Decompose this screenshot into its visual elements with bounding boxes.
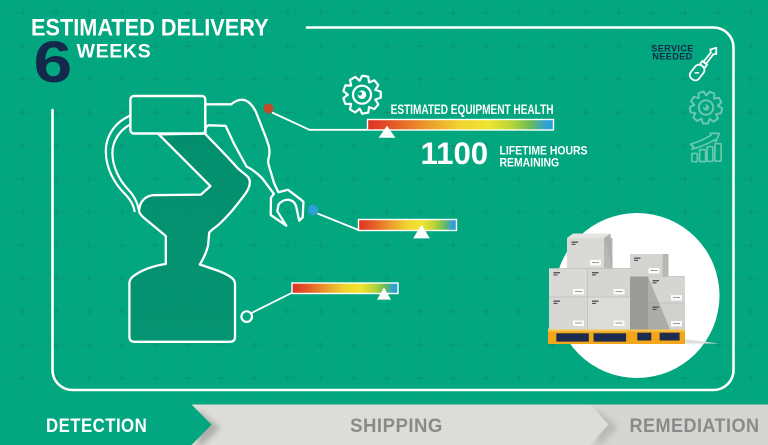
svg-text:SERVICE: SERVICE — [651, 43, 694, 53]
svg-text:LIFETIME HOURS: LIFETIME HOURS — [500, 145, 588, 158]
svg-text:6: 6 — [34, 29, 73, 94]
svg-text:REMEDIATION: REMEDIATION — [630, 414, 760, 436]
svg-text:ESTIMATED EQUIPMENT HEALTH: ESTIMATED EQUIPMENT HEALTH — [391, 101, 554, 117]
svg-text:REMAINING: REMAINING — [500, 157, 560, 170]
svg-text:ESTIMATED DELIVERY: ESTIMATED DELIVERY — [31, 13, 269, 40]
svg-text:DETECTION: DETECTION — [46, 414, 147, 437]
svg-text:1100: 1100 — [421, 136, 489, 171]
svg-text:SHIPPING: SHIPPING — [350, 416, 443, 438]
svg-text:WEEKS: WEEKS — [77, 41, 152, 63]
svg-text:NEEDED: NEEDED — [652, 51, 692, 61]
